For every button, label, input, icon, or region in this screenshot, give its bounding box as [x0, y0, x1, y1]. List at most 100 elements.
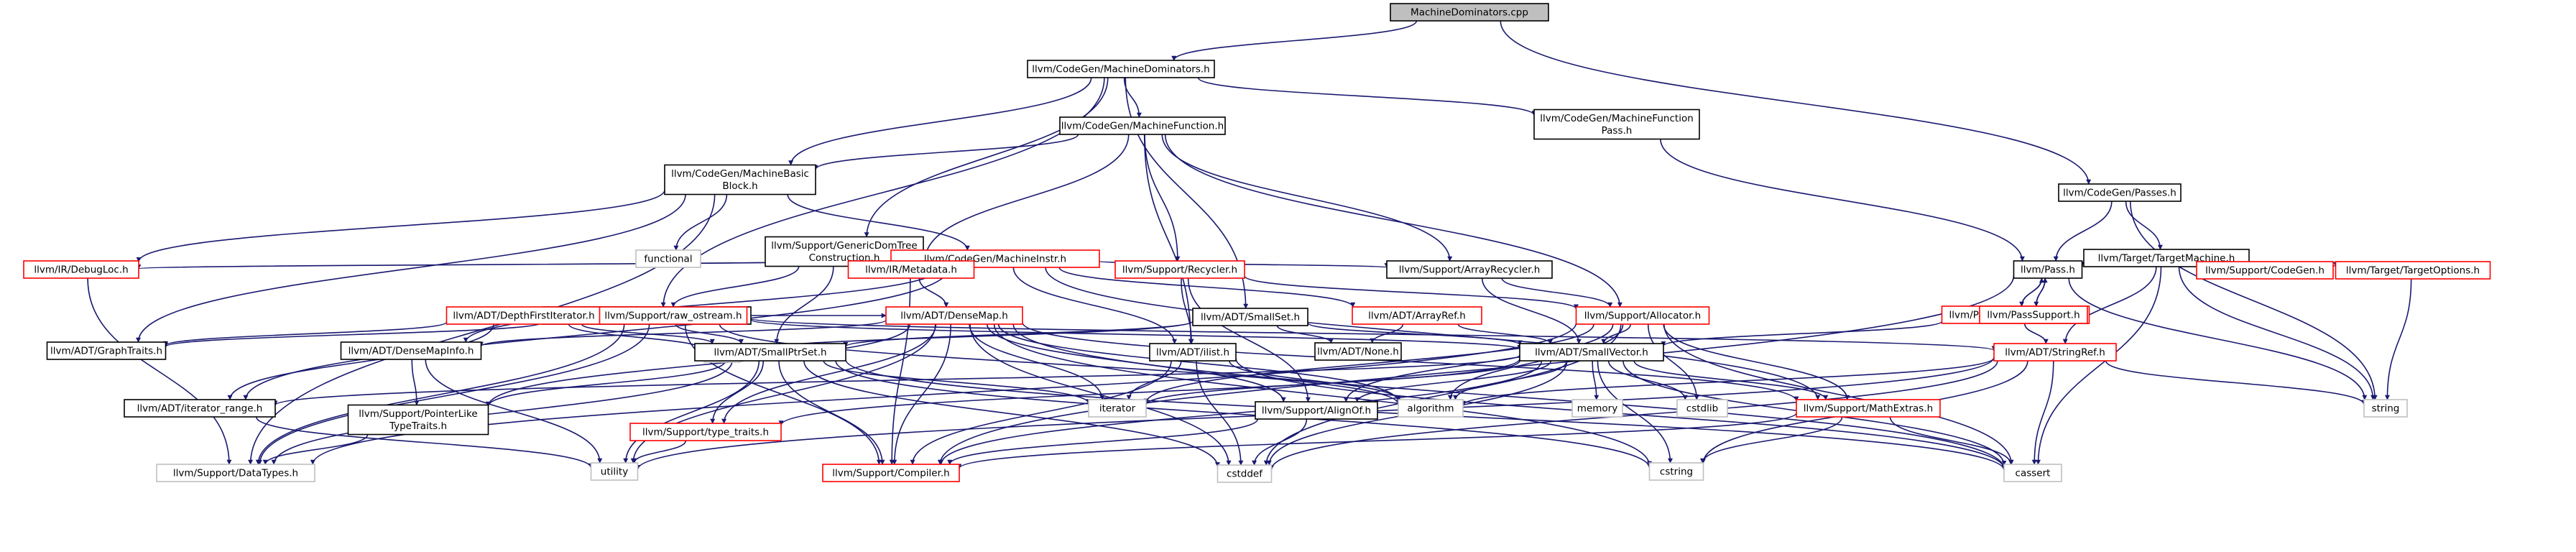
node-box — [1390, 3, 1549, 22]
edge-mathextras-to-cstring — [1699, 416, 1843, 464]
edge-sps-to-typetraits — [710, 360, 765, 424]
node-label: llvm/IR/DebugLoc.h — [34, 264, 128, 276]
edge-gdtc-to-sps — [774, 266, 834, 344]
edge-stringref-to-cassert — [2031, 360, 2054, 465]
node-label: llvm/Support/PointerLike — [359, 408, 477, 420]
graph-node-typetraits[interactable]: llvm/Support/type_traits.h — [629, 423, 782, 441]
node-label: llvm/ADT/DepthFirstIterator.h — [453, 310, 594, 322]
edge-tm-to-cassert — [2036, 266, 2162, 465]
node-label: llvm/Support/ArrayRecycler.h — [1399, 264, 1541, 276]
edge-stringref-to-string — [2105, 360, 2367, 405]
edge-sps-to-compiler — [778, 360, 885, 465]
edge-stringref-to-algorithm — [1460, 356, 1995, 406]
node-label: llvm/Support/DataTypes.h — [173, 468, 298, 479]
graph-node-ilist[interactable]: llvm/ADT/ilist.h — [1149, 343, 1237, 362]
graph-node-rawos[interactable]: llvm/Support/raw_ostream.h — [599, 306, 748, 325]
node-box — [590, 462, 639, 481]
edge-arecycler-to-allocator — [1501, 277, 1613, 308]
graph-node-pass[interactable]: llvm/Pass.h — [2013, 260, 2083, 279]
edge-pas-to-smallvec — [1661, 321, 1943, 346]
edge-allocator-to-alignof — [1343, 323, 1614, 402]
graph-node-allocator[interactable]: llvm/Support/Allocator.h — [1575, 306, 1710, 325]
graph-node-alignof[interactable]: llvm/Support/AlignOf.h — [1255, 401, 1378, 420]
graph-node-compiler[interactable]: llvm/Support/Compiler.h — [822, 464, 960, 482]
graph-node-memory: memory — [1571, 399, 1623, 418]
node-box — [156, 464, 315, 482]
graph-node-codegen[interactable]: llvm/Support/CodeGen.h — [2196, 261, 2334, 280]
node-label: llvm/ADT/ilist.h — [1156, 347, 1229, 359]
edge-iterrange-to-utility — [255, 416, 594, 469]
graph-node-passsupport[interactable]: llvm/PassSupport.h — [1979, 305, 2088, 324]
graph-node-passes[interactable]: llvm/CodeGen/Passes.h — [2058, 183, 2182, 202]
edge-smallvec-to-cstring — [1597, 360, 1673, 464]
edge-pass-to-compiler — [937, 275, 2015, 465]
graph-node-smallvec[interactable]: llvm/ADT/SmallVector.h — [1519, 343, 1664, 362]
node-label: memory — [1577, 403, 1617, 415]
edge-ilist-to-algorithm — [1229, 360, 1401, 402]
node-box — [2335, 261, 2491, 280]
node-label: llvm/ADT/iterator_range.h — [137, 403, 263, 415]
graph-node-mi[interactable]: llvm/CodeGen/MachineInstr.h — [890, 249, 1100, 268]
graph-node-none[interactable]: llvm/ADT/None.h — [1314, 342, 1402, 361]
node-label: llvm/ADT/GraphTraits.h — [50, 346, 162, 357]
node-label: llvm/ADT/ArrayRef.h — [1368, 310, 1466, 322]
edge-smallvec-to-alignof — [1354, 360, 1552, 402]
node-box — [347, 404, 489, 436]
graph-node-mf[interactable]: llvm/CodeGen/MachineFunction.h — [1059, 116, 1226, 135]
edge-pas-to-pass — [2021, 277, 2044, 307]
graph-node-stringref[interactable]: llvm/ADT/StringRef.h — [1993, 343, 2117, 362]
node-label: llvm/Support/raw_ostream.h — [604, 310, 742, 322]
edge-gdt-to-algorithm — [719, 323, 1401, 405]
graph-node-dfi[interactable]: llvm/ADT/DepthFirstIterator.h — [446, 306, 602, 325]
graph-node-debugloc[interactable]: llvm/IR/DebugLoc.h — [23, 260, 139, 279]
node-label: llvm/CodeGen/Passes.h — [2063, 188, 2176, 199]
node-label: string — [2372, 403, 2400, 415]
node-label: llvm/Support/CodeGen.h — [2205, 265, 2325, 277]
edge-smallset-to-none — [1276, 325, 1334, 344]
node-label: llvm/Support/Allocator.h — [1584, 310, 1702, 322]
graph-node-sps[interactable]: llvm/ADT/SmallPtrSet.h — [694, 343, 846, 362]
graph-node-arrayref[interactable]: llvm/ADT/ArrayRef.h — [1352, 306, 1482, 325]
edge-mbb-to-mi — [787, 194, 970, 251]
node-box — [629, 423, 782, 441]
edge-passes-to-pass — [2053, 201, 2113, 262]
node-box — [1114, 260, 1245, 279]
edge-alignof-to-cstddef — [1252, 418, 1308, 466]
edge-sps-to-cstring — [835, 360, 1652, 469]
graph-node-graphtraits[interactable]: llvm/ADT/GraphTraits.h — [46, 341, 167, 360]
node-box — [635, 249, 701, 268]
node-box — [1088, 399, 1147, 418]
graph-node-md[interactable]: llvm/CodeGen/MachineDominators.h — [1027, 60, 1215, 78]
node-label: MachineDominators.cpp — [1411, 7, 1528, 19]
graph-node-recycler[interactable]: llvm/Support/Recycler.h — [1114, 260, 1245, 279]
edge-recycler-to-alignof — [1187, 277, 1311, 402]
graph-node-arecycler[interactable]: llvm/Support/ArrayRecycler.h — [1386, 260, 1553, 279]
graph-node-iterrange[interactable]: llvm/ADT/iterator_range.h — [124, 399, 276, 418]
edge-smallvec-to-cstdlib — [1607, 360, 1688, 400]
node-box — [2058, 183, 2182, 202]
edge-alignof-to-compiler — [947, 418, 1259, 465]
graph-node-smallset[interactable]: llvm/ADT/SmallSet.h — [1192, 308, 1308, 326]
edge-passes-to-string — [2130, 201, 2378, 400]
node-label: llvm/Support/MathExtras.h — [1804, 403, 1933, 415]
graph-node-cstring: cstring — [1648, 462, 1704, 481]
node-box — [1192, 308, 1308, 326]
graph-node-topts[interactable]: llvm/Target/TargetOptions.h — [2335, 261, 2491, 280]
edge-sps-to-plt — [486, 360, 726, 407]
edge-densemap-to-cstring — [993, 323, 1652, 466]
node-box — [2003, 464, 2062, 482]
graph-node-metadata[interactable]: llvm/IR/Metadata.h — [847, 260, 975, 279]
node-label: utility — [601, 466, 628, 478]
node-label: llvm/ADT/SmallSet.h — [1201, 312, 1300, 323]
graph-node-mathextras[interactable]: llvm/Support/MathExtras.h — [1796, 399, 1941, 418]
edge-smallvec-to-mathextras — [1633, 360, 1829, 400]
edge-sps-to-datatypes — [271, 360, 733, 465]
graph-node-dmi[interactable]: llvm/ADT/DenseMapInfo.h — [340, 341, 482, 360]
graph-node-string: string — [2363, 399, 2408, 418]
graph-node-densemap[interactable]: llvm/ADT/DenseMap.h — [885, 306, 1023, 325]
node-label: llvm/Support/AlignOf.h — [1262, 405, 1371, 417]
